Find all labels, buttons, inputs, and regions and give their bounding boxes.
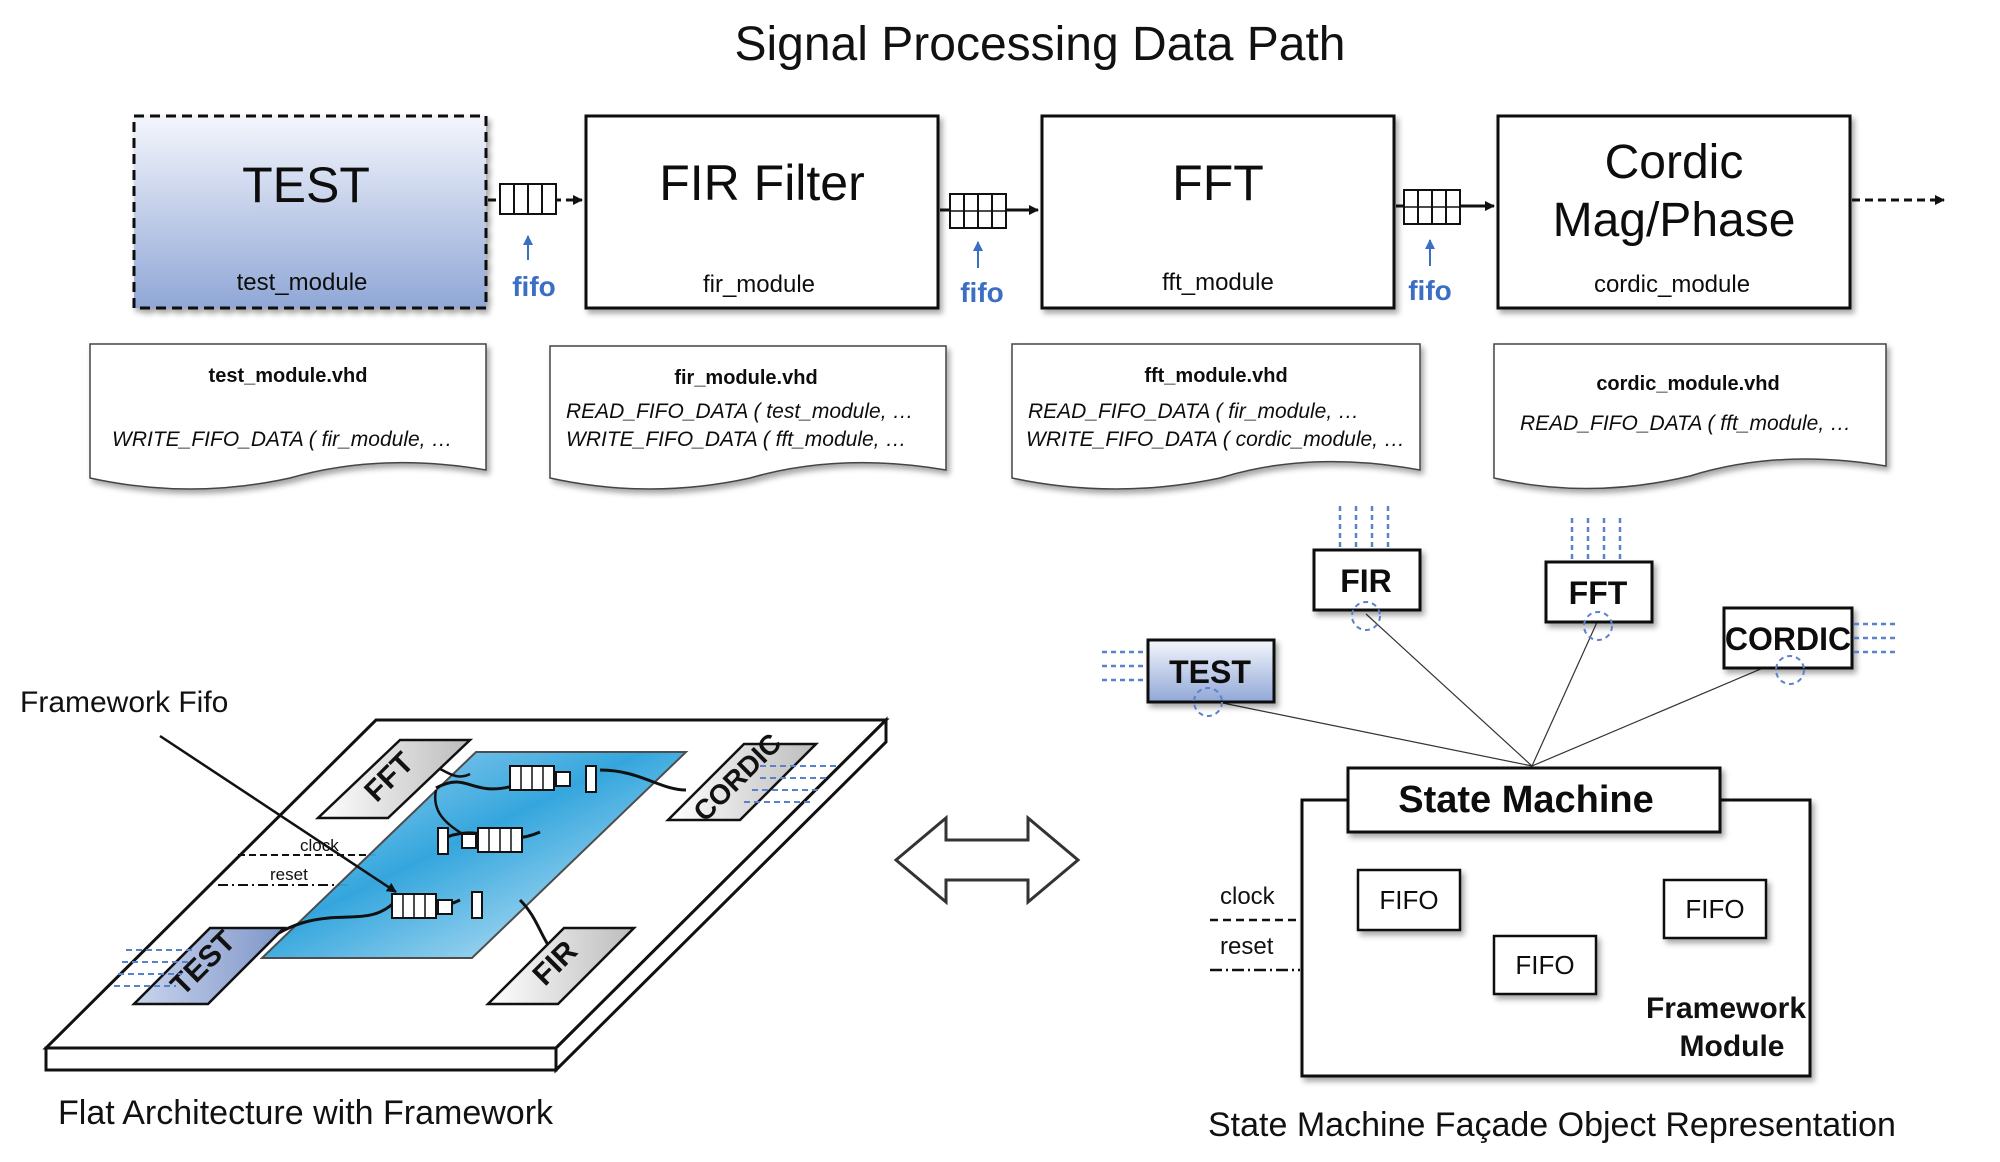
doc-fft-filename: fft_module.vhd	[1144, 365, 1287, 387]
flat-architecture: clock reset	[20, 686, 890, 1132]
facade-module-test: TEST	[1146, 638, 1276, 704]
facade-caption: State Machine Façade Object Representati…	[1208, 1106, 1896, 1144]
facade-reset-label: reset	[1220, 933, 1274, 960]
connector-test-fir: fifo	[488, 183, 583, 302]
doc-fir-filename: fir_module.vhd	[674, 367, 817, 389]
block-cordic-title-line2: Mag/Phase	[1553, 194, 1796, 247]
fifo-box-2: FIFO	[1492, 934, 1598, 996]
fifo-box-3-label: FIFO	[1685, 894, 1744, 924]
facade-clock-label: clock	[1220, 883, 1276, 910]
port-icon	[1583, 611, 1613, 641]
fifo-label-1: fifo	[512, 271, 556, 302]
block-cordic-title-line1: Cordic	[1605, 136, 1744, 189]
framework-module-label-line2: Module	[1680, 1030, 1785, 1063]
facade-module-fft-label: FFT	[1569, 575, 1628, 611]
facade-fir-io-ticks	[1338, 506, 1390, 550]
fifo-label-2: fifo	[960, 277, 1004, 308]
state-machine-box: State Machine	[1346, 766, 1722, 834]
board-fifo-icon	[437, 827, 523, 855]
flat-caption: Flat Architecture with Framework	[58, 1094, 554, 1132]
fifo-box-1: FIFO	[1356, 868, 1462, 932]
doc-fir-module: fir_module.vhd READ_FIFO_DATA ( test_mod…	[549, 345, 947, 490]
doc-cordic-line-1: READ_FIFO_DATA ( fft_module, …	[1520, 412, 1851, 435]
flat-module-fft: FFT	[314, 738, 474, 820]
doc-cordic-filename: cordic_module.vhd	[1596, 373, 1779, 395]
board-side	[554, 716, 888, 1074]
doc-fir-line-1: READ_FIFO_DATA ( test_module, …	[566, 400, 913, 423]
block-cordic: Cordic Mag/Phase cordic_module	[1496, 114, 1852, 310]
facade-test-io-ticks	[1102, 650, 1146, 682]
facade-module-fir-label: FIR	[1340, 563, 1392, 599]
block-test-module: test_module	[237, 269, 368, 296]
doc-test-filename: test_module.vhd	[209, 365, 368, 387]
cordic-signal-ticks	[744, 765, 840, 803]
callout-arrow	[159, 734, 397, 894]
fifo-label-3: fifo	[1408, 275, 1452, 306]
facade-representation: FIR FFT TEST CORDIC	[1102, 506, 1898, 1144]
facade-fft-io-ticks	[1570, 518, 1622, 562]
fifo-box-2-label: FIFO	[1515, 950, 1574, 980]
facade-module-cordic: CORDIC	[1722, 606, 1854, 670]
test-signal-ticks	[114, 949, 196, 987]
doc-cordic-module: cordic_module.vhd READ_FIFO_DATA ( fft_m…	[1493, 343, 1887, 490]
block-fir: FIR Filter fir_module	[584, 114, 940, 310]
facade-module-cordic-label: CORDIC	[1725, 621, 1851, 657]
connector-fft-cordic: fifo	[1396, 189, 1495, 306]
block-fir-title: FIR Filter	[659, 155, 865, 211]
facade-module-fir: FIR	[1312, 548, 1422, 612]
block-test: TEST test_module	[132, 114, 488, 310]
flat-reset-label: reset	[270, 865, 308, 884]
doc-fir-line-2: WRITE_FIFO_DATA ( fft_module, …	[566, 428, 906, 451]
diagram-title: Signal Processing Data Path	[734, 18, 1345, 71]
block-fft: FFT fft_module	[1040, 114, 1396, 310]
facade-cordic-io-ticks	[1854, 622, 1898, 654]
port-icon	[1775, 655, 1805, 685]
block-fir-module: fir_module	[703, 271, 815, 298]
doc-fft-line-2: WRITE_FIFO_DATA ( cordic_module, …	[1026, 428, 1405, 451]
fifo-icon	[1403, 189, 1461, 225]
fifo-icon	[499, 183, 557, 215]
block-cordic-module: cordic_module	[1594, 271, 1750, 298]
port-icon	[1193, 687, 1223, 717]
port-icon	[1351, 601, 1381, 631]
fifo-icon	[949, 193, 1007, 229]
double-arrow-icon	[893, 814, 1081, 906]
framework-fifo-callout: Framework Fifo	[20, 686, 228, 719]
block-test-title: TEST	[242, 157, 370, 213]
connector-fir-fft: fifo	[940, 193, 1039, 308]
fifo-box-1-label: FIFO	[1379, 885, 1438, 915]
flat-module-fir: FIR	[484, 926, 638, 1006]
flat-clock-label: clock	[300, 836, 339, 855]
doc-fft-line-1: READ_FIFO_DATA ( fir_module, …	[1028, 400, 1359, 423]
board-front	[44, 1046, 558, 1072]
fifo-box-3: FIFO	[1662, 878, 1768, 940]
framework-module-label-line1: Framework	[1646, 992, 1806, 1025]
doc-test-module: test_module.vhd WRITE_FIFO_DATA ( fir_mo…	[89, 343, 487, 490]
facade-module-test-label: TEST	[1169, 654, 1251, 690]
board-fifo-icon	[509, 765, 597, 793]
doc-fft-module: fft_module.vhd READ_FIFO_DATA ( fir_modu…	[1011, 343, 1421, 490]
block-fft-module: fft_module	[1162, 269, 1274, 296]
block-fft-title: FFT	[1172, 155, 1264, 211]
doc-test-line-1: WRITE_FIFO_DATA ( fir_module, …	[112, 428, 452, 451]
state-machine-label: State Machine	[1398, 779, 1654, 821]
board-fifo-icon	[391, 891, 483, 919]
framework-area	[259, 751, 689, 959]
